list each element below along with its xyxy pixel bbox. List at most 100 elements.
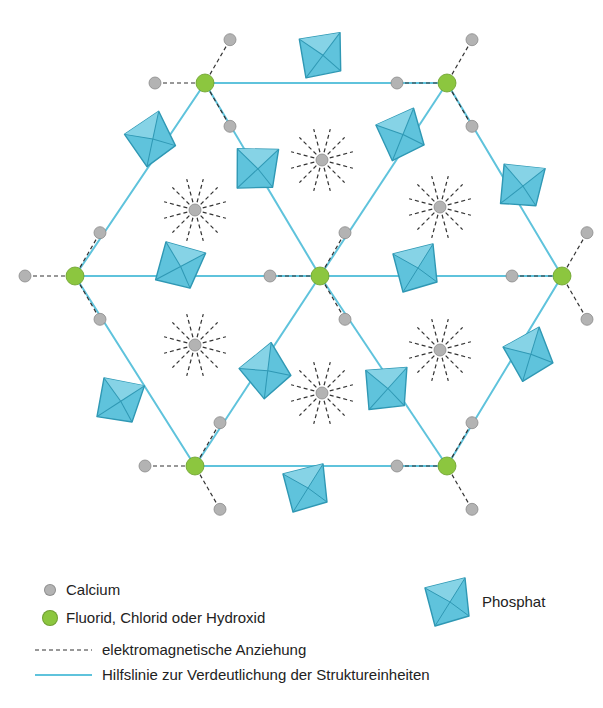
attraction-line [80, 238, 97, 267]
attraction-line [172, 216, 189, 233]
tetrahedron-edge [145, 111, 167, 139]
attraction-line [325, 285, 342, 314]
tetrahedron-edge [386, 389, 407, 406]
attraction-line [197, 353, 203, 376]
tetrahedron-face [499, 155, 545, 191]
tetrahedron-edge [234, 149, 262, 169]
attraction-line [448, 209, 471, 215]
tetrahedron-face [374, 108, 418, 139]
attraction-line [201, 351, 218, 368]
attraction-line [448, 342, 471, 348]
tetrahedron-edge [399, 108, 418, 134]
attraction-line [442, 319, 448, 342]
tetrahedron-edge [181, 246, 206, 274]
tetrahedron-edge [531, 349, 553, 367]
attraction-line [432, 176, 438, 199]
attraction-line [201, 322, 218, 339]
tetrahedron-edge [503, 341, 531, 361]
tetrahedron-edge [450, 602, 469, 616]
calcium-atom [224, 34, 236, 46]
attraction-line [299, 370, 316, 387]
legend-label: Phosphat [482, 593, 545, 611]
anion-atom [438, 457, 456, 475]
tetrahedron-edge [254, 169, 276, 187]
attraction-line [409, 199, 432, 205]
attraction-line [276, 275, 310, 276]
tetrahedron-edge [418, 268, 437, 282]
attraction-line [452, 475, 469, 504]
tetrahedron-edge [308, 488, 327, 502]
tetrahedron-edge [98, 378, 127, 401]
tetrahedron-edge [499, 164, 527, 186]
tetrahedron-face [501, 326, 556, 384]
tetrahedron-edge [306, 54, 323, 79]
attraction-line [448, 199, 471, 205]
attraction-line [432, 215, 438, 238]
attraction-line [200, 475, 217, 504]
attraction-line [291, 152, 314, 158]
attraction-line [417, 327, 434, 344]
attraction-line [201, 216, 218, 233]
tetrahedron-edge [525, 327, 546, 354]
helper-lines [75, 83, 562, 466]
attraction-line [325, 238, 342, 267]
attraction-line [446, 327, 463, 344]
attraction-line [291, 385, 314, 391]
tetrahedron-face [393, 244, 433, 268]
calcium-atom [316, 154, 328, 166]
calcium-atom [466, 503, 478, 515]
legend-label: elektromagnetische Anziehung [102, 641, 306, 659]
attraction-line [567, 285, 584, 314]
legend-swatch [44, 584, 56, 596]
calcium-atom [391, 460, 403, 472]
attraction-line [314, 168, 320, 191]
tetrahedron-edge [518, 186, 541, 206]
tetrahedron-edge [308, 464, 323, 488]
attraction-line [187, 218, 193, 241]
attraction-line [203, 212, 226, 218]
attraction-line [442, 176, 448, 199]
attraction-line [330, 162, 353, 168]
calcium-atom [434, 344, 446, 356]
attraction-line [417, 356, 434, 373]
phosphate-tetrahedron [393, 244, 437, 292]
helper-line [205, 83, 320, 276]
attraction-line [432, 319, 438, 342]
tetrahedron-edge [258, 343, 282, 371]
phosphate-tetrahedron [359, 361, 411, 416]
calcium-atom [434, 201, 446, 213]
attraction-line [164, 202, 187, 208]
tetrahedron-edge [388, 134, 407, 160]
attraction-line [314, 401, 320, 424]
tetrahedron-face [491, 155, 549, 215]
calcium-atom [264, 270, 276, 282]
attraction-line [291, 162, 314, 168]
attraction-line [210, 45, 227, 74]
tetrahedron-face [298, 29, 340, 56]
tetrahedron-edge [388, 365, 407, 391]
attraction-line [330, 395, 353, 401]
attraction-line [31, 275, 65, 276]
calcium-atom [581, 313, 593, 325]
calcium-atom [214, 417, 226, 429]
attraction-line [448, 352, 471, 358]
tetrahedron-face [425, 578, 469, 626]
tetrahedron-edge [268, 363, 291, 384]
tetrahedron-face [121, 111, 167, 147]
attraction-line [328, 399, 345, 416]
calcium-atom [139, 460, 151, 472]
tetrahedron-face [296, 29, 344, 81]
attraction-line [446, 184, 463, 201]
attraction-line [328, 137, 345, 154]
attraction-line [567, 238, 584, 267]
attraction-line [403, 465, 437, 466]
attraction-line [203, 347, 226, 353]
attraction-line [197, 218, 203, 241]
tetrahedron-face [425, 578, 465, 602]
tetrahedron-edge [523, 163, 545, 191]
tetrahedron-edge [450, 578, 465, 602]
anion-atom [186, 457, 204, 475]
phosphate-tetrahedron [374, 108, 426, 163]
attraction-line [452, 45, 469, 74]
